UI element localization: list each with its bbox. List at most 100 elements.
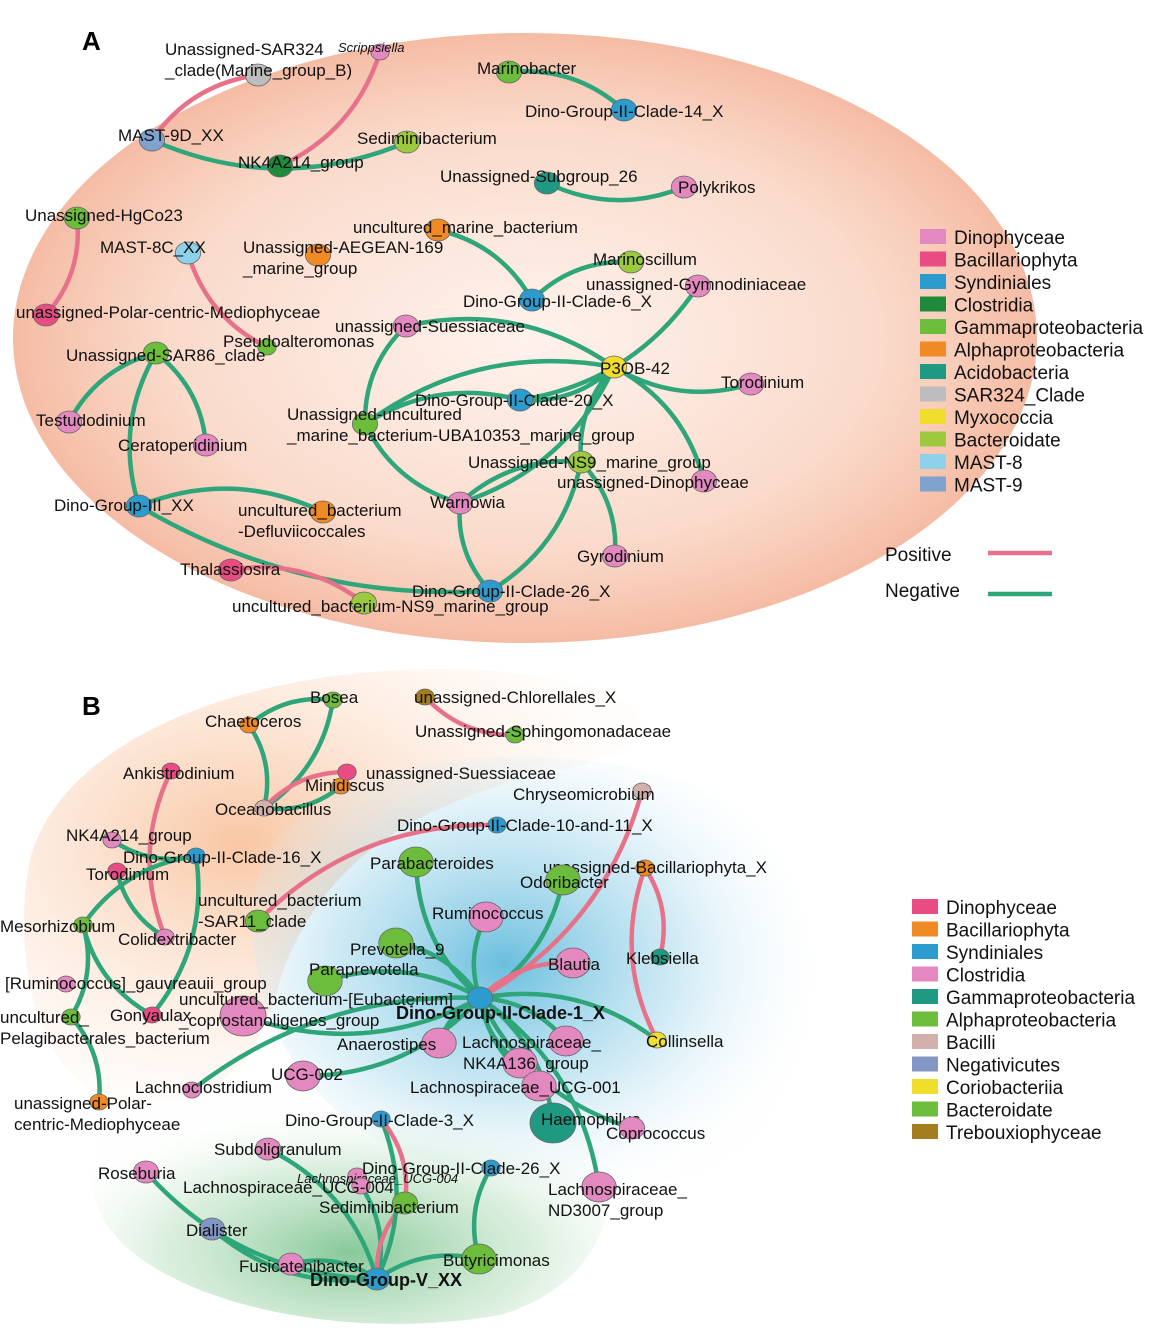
node-ns9b: uncultured_bacterium-NS9_marine_group [232, 591, 549, 616]
node-dino1011: Dino-Group-II-Clade-10-and-11_X [397, 816, 653, 835]
node-sub26: Unassigned-Subgroup_26 [440, 167, 638, 195]
legend-swatch-bacilli [912, 1034, 938, 1049]
node-collins: Collinsella [646, 1031, 724, 1051]
legend-label-clostridia: Clostridia [954, 296, 1034, 317]
node-label-nk4a: NK4A214_group [238, 153, 364, 172]
legend-label-negativicutes: Negativicutes [946, 1056, 1060, 1077]
node-marker-parabac [398, 846, 434, 878]
legend-label-myxococcia: Myxococcia [954, 408, 1054, 429]
node-pseudo: Pseudoalteromonas [223, 332, 374, 356]
node-marker-collins [647, 1031, 667, 1049]
node-paraprev: Paraprevotella [307, 960, 419, 997]
legend-swatch-dinophyceae [912, 899, 938, 914]
node-coproc: Coprococcus [606, 1116, 705, 1143]
node-label-anaero: Anaerostipes [337, 1035, 436, 1054]
node-label-defluv: uncultured_bacterium-Defluviicoccales [238, 501, 401, 541]
node-oceano: Oceanobacillus [215, 799, 331, 819]
node-label-suessB: unassigned-Suessiaceae [366, 764, 556, 783]
node-marker-sphingo [505, 726, 525, 744]
node-label-testu: Testudodinium [36, 411, 146, 430]
node-marinob: Marinobacter [477, 59, 577, 84]
node-label-gonya: Gonyaulax [110, 1006, 192, 1025]
node-marker-sar11 [244, 909, 272, 933]
node-marker-colidex [155, 928, 175, 946]
node-marker-uba [351, 412, 379, 436]
node-blautia: Blautia [548, 947, 601, 979]
panel-b-letter: B [82, 691, 101, 721]
node-marker-cerato [192, 433, 220, 457]
node-marker-gymno [684, 274, 712, 298]
node-label-cerato: Ceratoperidinium [118, 436, 247, 455]
node-marker-dino6 [518, 288, 546, 312]
node-marker-testu [55, 410, 83, 434]
node-label-rumino: Ruminococcus [432, 904, 544, 923]
node-butyr: Butyricimonas [443, 1243, 550, 1275]
node-marker-defluv [309, 500, 337, 524]
panel-a-cluster-background [13, 33, 1037, 643]
node-label-ucg002: UCG-002 [271, 1065, 343, 1084]
edge-positive-bacX-klebs [642, 865, 666, 960]
node-label-warn: Warnowia [430, 493, 505, 512]
node-label-bacX: unassigned-Bacillariophyta_X [543, 858, 767, 877]
legend-swatch-bacillariophyta [912, 921, 938, 937]
node-dino14: Dino-Group-II-Clade-14_X [525, 98, 723, 122]
node-label-gauvr: [Ruminococcus]_gauvreauii_group [5, 974, 267, 993]
node-chryseo: Chryseomicrobium [513, 782, 655, 804]
node-marker-chaeto [239, 716, 259, 734]
node-label-dino26A: Dino-Group-II-Clade-26_X [412, 582, 610, 601]
node-marker-dino1011 [487, 816, 507, 834]
edge-negative-dino1-collins [477, 991, 660, 1043]
node-polarB: unassigned-Polar-centric-Mediophyceae [14, 1093, 180, 1134]
node-marker-marinob [495, 60, 523, 84]
edge-negative-suessA-p3ob [403, 316, 617, 370]
node-label-ns9b: uncultured_bacterium-NS9_marine_group [232, 597, 549, 616]
legend-label-trebouxiophyceae: Trebouxiophyceae [946, 1123, 1102, 1144]
node-label-lucg004s: Lachnospiraceae_UCG-004 [297, 1171, 458, 1186]
node-label-suessA: unassigned-Suessiaceae [335, 317, 525, 336]
edge-type-legend: Positive Negative [885, 545, 1052, 602]
edge-positive-chlor-sphingo [422, 694, 518, 738]
node-marker-chlor [415, 688, 435, 706]
node-ns9: Unassigned-NS9_marine_group [468, 450, 711, 474]
node-scripp: Scrippsiella [338, 40, 404, 61]
edge-negative-uba-warn [362, 421, 463, 506]
legend-swatch-bacteroidate [920, 431, 946, 447]
node-marker-subdol [254, 1137, 282, 1161]
node-fusica: Fusicatenibacter [239, 1252, 364, 1276]
node-marker-dino26A [476, 579, 504, 603]
node-marker-oceano [254, 799, 274, 817]
edge-negative-marinob-dino14 [506, 69, 627, 113]
node-mesorh: Mesorhizobium [0, 916, 115, 936]
node-dinoph: unassigned-Dinophyceae [557, 469, 749, 493]
legend-swatch-alphaproteobacteria [920, 341, 946, 357]
node-label-dino5: Dino-Group-V_XX [310, 1270, 462, 1290]
node-chaeto: Chaetoceros [205, 712, 301, 734]
node-sedB: Sediminibacterium [319, 1191, 459, 1217]
legend-label-bacillariophyta: Bacillariophyta [946, 921, 1070, 942]
legend-label-bacillariophyta: Bacillariophyta [954, 251, 1078, 272]
node-label-oceano: Oceanobacillus [215, 800, 331, 819]
edge-negative-ns9-warn [457, 459, 584, 506]
node-label-odori: Odoribacter [520, 873, 609, 892]
node-marker-sub26 [533, 171, 561, 195]
node-dino1: Dino-Group-II-Clade-1_X [396, 986, 605, 1023]
node-ucg002: UCG-002 [271, 1060, 343, 1092]
node-label-lachnoC: Lachnospiraceae_ [462, 1033, 601, 1052]
edge-negative-sub26-polyk [544, 180, 687, 203]
node-p3ob: P3OB-42 [600, 355, 670, 379]
node-bacX: unassigned-Bacillariophyta_X [543, 858, 767, 877]
node-label-uba: Unassigned-uncultured_marine_bacterium-U… [286, 405, 635, 445]
node-label-fusica: Fusicatenibacter [239, 1257, 364, 1276]
legend-label-sar324_clade: SAR324_Clade [954, 386, 1085, 407]
node-marker-anaero [421, 1027, 457, 1059]
node-label-scripp: Scrippsiella [338, 40, 404, 55]
node-label-klebs: Klebsiella [626, 949, 699, 968]
node-marker-nd3007 [581, 1171, 617, 1203]
node-dialist: Dialister [186, 1217, 248, 1241]
node-label-colidex: Colidextribacter [118, 930, 236, 949]
node-label-ankis: Ankistrodinium [123, 764, 235, 783]
node-label-bosea: Bosea [310, 688, 359, 707]
node-label-prevo: Prevotella_9 [350, 940, 445, 959]
node-label-marinos: Marinoscillum [593, 250, 697, 269]
